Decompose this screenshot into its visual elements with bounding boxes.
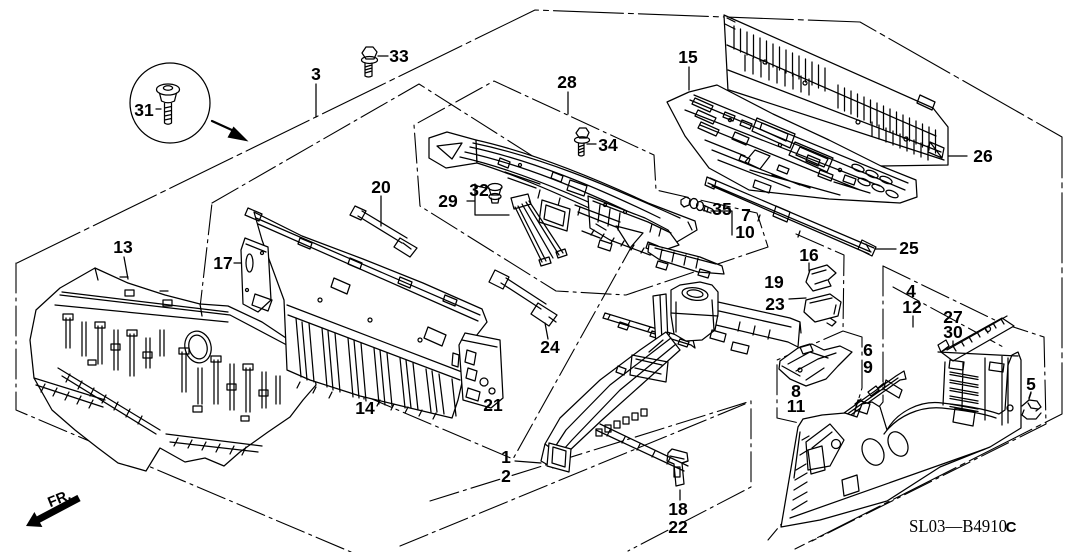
svg-text:14: 14: [355, 398, 375, 418]
svg-text:28: 28: [557, 72, 577, 92]
svg-text:24: 24: [540, 337, 560, 357]
svg-text:4: 4: [906, 281, 916, 301]
svg-text:29: 29: [438, 191, 458, 211]
svg-text:SL03—B4910: SL03—B4910: [909, 516, 1007, 536]
svg-text:21: 21: [483, 395, 503, 415]
svg-text:30: 30: [943, 322, 963, 342]
svg-text:22: 22: [668, 517, 688, 537]
svg-text:27: 27: [943, 307, 962, 327]
svg-text:33: 33: [389, 46, 409, 66]
svg-text:20: 20: [371, 177, 391, 197]
svg-text:18: 18: [668, 499, 688, 519]
svg-text:32: 32: [469, 180, 489, 200]
svg-text:16: 16: [799, 245, 819, 265]
svg-text:19: 19: [764, 272, 784, 292]
svg-text:2: 2: [501, 466, 511, 486]
svg-text:34: 34: [598, 135, 618, 155]
svg-text:10: 10: [735, 222, 755, 242]
svg-text:9: 9: [863, 357, 873, 377]
svg-text:7: 7: [741, 205, 751, 225]
svg-text:6: 6: [863, 340, 873, 360]
svg-text:25: 25: [899, 238, 919, 258]
svg-text:C: C: [1006, 519, 1017, 536]
svg-text:5: 5: [1026, 374, 1036, 394]
svg-text:23: 23: [765, 294, 785, 314]
svg-text:35: 35: [712, 199, 732, 219]
svg-text:3: 3: [311, 64, 321, 84]
svg-text:12: 12: [902, 297, 922, 317]
svg-text:8: 8: [791, 381, 801, 401]
svg-text:11: 11: [787, 396, 806, 416]
svg-text:31: 31: [134, 100, 154, 120]
svg-text:13: 13: [113, 237, 133, 257]
svg-text:15: 15: [678, 47, 698, 67]
svg-text:1: 1: [501, 447, 511, 467]
svg-text:26: 26: [973, 146, 993, 166]
svg-text:17: 17: [213, 253, 232, 273]
